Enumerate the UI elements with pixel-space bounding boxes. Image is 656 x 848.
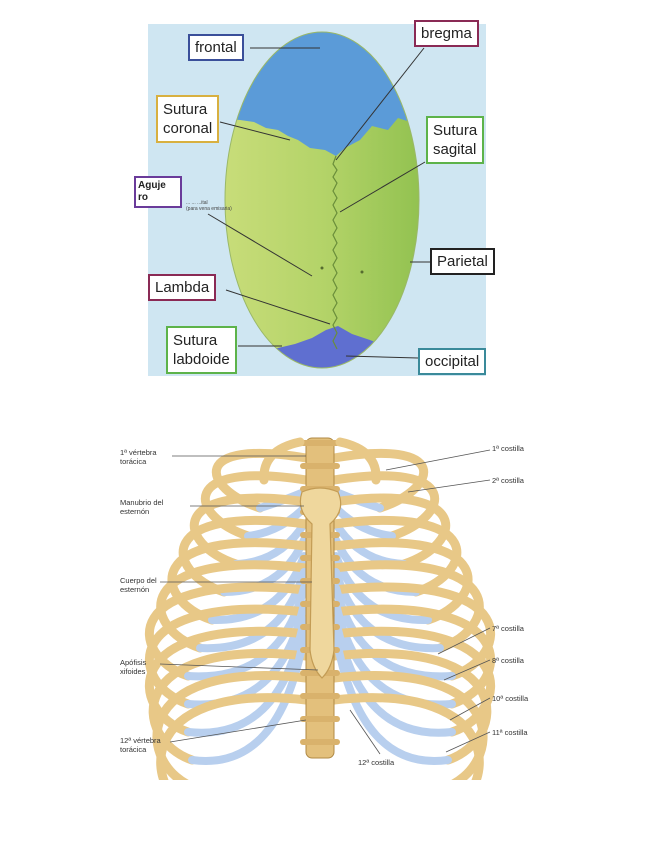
vertebra-process-2 [300,463,340,469]
label-sutura-labdoide-line1: Sutura [173,331,230,350]
label-costilla-11: 11ª costilla [492,728,528,737]
skull-illustration [0,0,656,400]
label-costilla-2: 2ª costilla [492,476,524,485]
label-costilla-12: 12ª costilla [358,758,394,767]
label-sutura-coronal: Sutura coronal [156,95,219,143]
label-apofisis-xifoides: Apófisis xifoides [120,658,146,676]
label-agujero-line2: ro [138,192,178,204]
label-vertebra-1-line2: torácica [120,457,157,466]
label-agujero-detail: ... ... ...ital (para vena emisaria) [186,200,232,212]
vertebra-process-12 [300,693,340,699]
vertebra-process-14 [300,739,340,745]
label-cuerpo-line2: esternón [120,585,157,594]
label-occipital: occipital [418,348,486,375]
label-sutura-labdoide-line2: labdoide [173,350,230,369]
label-costilla-10: 10ª costilla [492,694,528,703]
label-agujero: Aguje ro [134,176,182,208]
label-parietal: Parietal [430,248,495,275]
label-costilla-1: 1ª costilla [492,444,524,453]
label-manubrio-line1: Manubrio del [120,498,163,507]
label-apofisis-line1: Apófisis [120,658,146,667]
label-bregma: bregma [414,20,479,47]
label-vertebra-1: 1ª vértebra torácica [120,448,157,466]
label-manubrio: Manubrio del esternón [120,498,163,516]
vertebra-process-1 [300,440,340,446]
rib-cage-illustration [0,420,656,780]
label-costilla-7: 7ª costilla [492,624,524,633]
vertebra-process-13 [300,716,340,722]
label-sutura-sagital-line2: sagital [433,140,477,159]
label-sutura-coronal-line1: Sutura [163,100,212,119]
label-vertebra-12-line2: torácica [120,745,161,754]
label-sutura-labdoide: Sutura labdoide [166,326,237,374]
label-manubrio-line2: esternón [120,507,163,516]
label-agujero-line1: Aguje [138,180,178,192]
label-vertebra-1-line1: 1ª vértebra [120,448,157,457]
label-apofisis-line2: xifoides [120,667,146,676]
label-frontal: frontal [188,34,244,61]
label-vertebra-12-line1: 12ª vértebra [120,736,161,745]
label-sutura-sagital: Sutura sagital [426,116,484,164]
label-sutura-sagital-line1: Sutura [433,121,477,140]
label-vertebra-12: 12ª vértebra torácica [120,736,161,754]
label-costilla-8: 8ª costilla [492,656,524,665]
label-cuerpo-line1: Cuerpo del [120,576,157,585]
label-cuerpo-esternon: Cuerpo del esternón [120,576,157,594]
label-sutura-coronal-line2: coronal [163,119,212,138]
label-agujero-detail-line2: (para vena emisaria) [186,206,232,212]
label-lambda: Lambda [148,274,216,301]
occipital-region [215,326,430,370]
